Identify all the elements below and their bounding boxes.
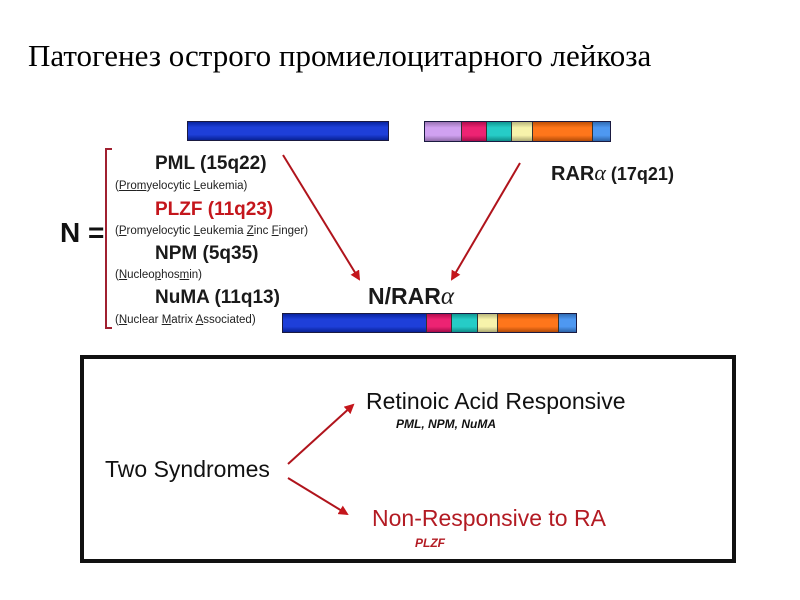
segment-teal [451,314,478,332]
fusion-gene-bar [282,313,577,333]
description-text: hos [161,269,180,281]
alpha-symbol: α [440,283,454,310]
fusion-name: N/RAR [368,283,441,309]
two-syndromes-label: Two Syndromes [105,456,270,482]
n-equals-label: N = [60,217,105,248]
description-text: eukemia [200,225,247,237]
underlined-initial: Pro [118,180,137,192]
ra-responsive-label: Retinoic Acid Responsive [366,388,626,414]
segment-lilac [425,122,462,141]
description-text: romyelocytic [126,225,194,237]
underlined-initial: m [179,269,190,281]
rara-label: RARα (17q21) [551,160,674,186]
underlined-initial: M [161,314,172,326]
underlined-initial: N [118,314,128,326]
description-text: inc [253,225,272,237]
ra-responsive-genes: PML, NPM, NuMA [396,417,496,431]
fusion-label: N/RARα [368,283,454,311]
underlined-initial: L [193,180,201,192]
description-text: ucleo [127,269,155,281]
underlined-initial: Z [246,225,254,237]
underlined-initial: F [271,225,279,237]
underlined-initial: P [118,225,127,237]
slide-title: Патогенез острого промиелоцитарного лейк… [28,38,652,73]
partner-gene-bar [187,121,389,141]
partner-gene-pml: PML (15q22) [155,153,267,174]
non-responsive-label: Non-Responsive to RA [372,505,606,531]
description-text: ( [115,225,119,237]
arrow-rara-to-fusion [450,162,521,281]
rara-gene-bar [424,121,611,142]
segment-magenta [427,314,452,332]
description-text: atrix [171,314,196,326]
segment-orange [497,314,560,332]
segment-blue [283,314,427,332]
partner-gene-numa: NuMA (11q13) [155,287,280,308]
segment-yellow [512,122,533,141]
description-text: yelocytic [146,180,194,192]
partner-bracket [105,148,112,329]
description-text: ( [115,269,119,281]
syndromes-box [80,355,736,563]
underlined-initial: L [193,225,201,237]
partner-desc-pml: (Promyelocytic Leukemia) [115,180,247,192]
underlined-initial: N [118,269,128,281]
description-text: uclear [127,314,162,326]
description-text: in) [189,269,202,281]
description-text: ( [115,180,119,192]
partner-gene-plzf: PLZF (11q23) [155,199,274,220]
description-text: ( [115,314,119,326]
partner-desc-plzf: (Promyelocytic Leukemia Zinc Finger) [115,225,308,237]
segment-yellow [477,314,498,332]
description-text: eukemia) [200,180,248,192]
partner-desc-numa: (Nuclear Matrix Associated) [115,314,256,326]
rara-name: RAR [551,163,595,185]
underlined-initial: A [195,314,204,326]
segment-magenta [461,122,488,141]
segment-light-blue [559,314,576,332]
segment-light-blue [593,122,610,141]
alpha-symbol: α [594,160,606,185]
partner-desc-npm: (Nucleophosmin) [115,269,202,281]
non-responsive-genes: PLZF [415,536,445,550]
underlined-initial: m [136,180,147,192]
rara-locus: (17q21) [605,164,674,184]
segment-orange [532,122,594,141]
partner-gene-npm: NPM (5q35) [155,243,259,264]
arrow-partner-to-fusion [282,154,361,281]
description-text: ssociated) [203,314,256,326]
segment-blue [188,122,388,140]
underlined-initial: p [154,269,162,281]
description-text: inger) [278,225,309,237]
segment-teal [487,122,513,141]
